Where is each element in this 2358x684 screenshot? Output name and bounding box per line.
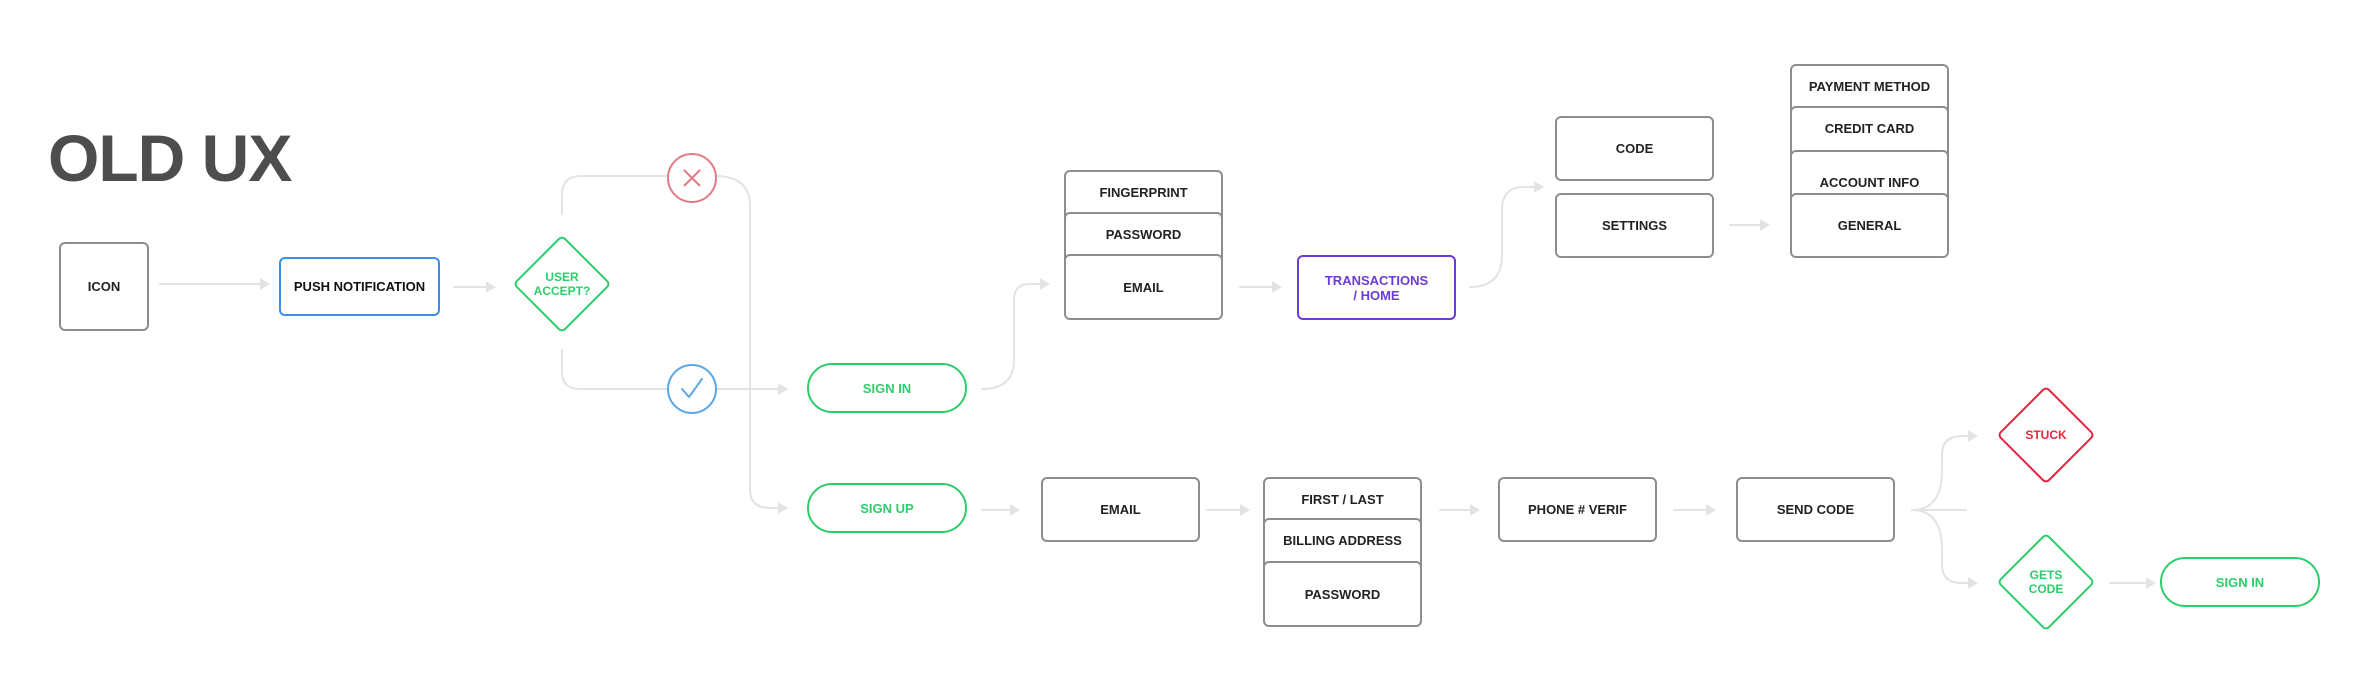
phone-verif-node: PHONE # VERIF: [1498, 477, 1657, 542]
stuck-diamond: [1998, 387, 2094, 483]
sign-in-pill: SIGN IN: [807, 363, 967, 413]
user-accept-diamond: [514, 236, 610, 332]
code-node: CODE: [1555, 116, 1714, 181]
send-code-node: SEND CODE: [1736, 477, 1895, 542]
email-node: EMAIL: [1064, 254, 1223, 320]
push-notification-node: PUSH NOTIFICATION: [279, 257, 440, 316]
signup-email-node: EMAIL: [1041, 477, 1200, 542]
transactions-home-node: TRANSACTIONS / HOME: [1297, 255, 1456, 320]
icon-node: ICON: [59, 242, 149, 331]
sign-up-pill: SIGN UP: [807, 483, 967, 533]
gets-code-label: GETS CODE: [2028, 568, 2064, 596]
settings-node: SETTINGS: [1555, 193, 1714, 258]
stuck-label: STUCK: [2025, 428, 2067, 442]
gets-code-diamond: [1998, 534, 2094, 630]
user-accept-label: USER ACCEPT?: [533, 270, 591, 298]
final-sign-in-pill: SIGN IN: [2160, 557, 2320, 607]
general-node: GENERAL: [1790, 193, 1949, 258]
page-title: OLD UX: [48, 121, 292, 195]
close-icon: [667, 153, 717, 203]
check-icon: [667, 364, 717, 414]
signup-password-node: PASSWORD: [1263, 561, 1422, 627]
